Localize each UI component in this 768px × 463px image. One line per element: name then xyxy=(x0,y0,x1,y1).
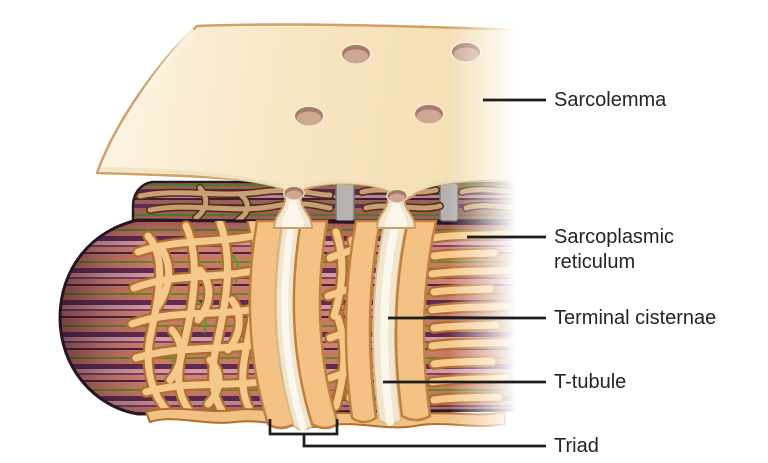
label-triad: Triad xyxy=(554,435,599,457)
leader-lines xyxy=(268,98,546,448)
sarcolemma-pore xyxy=(293,105,325,127)
triads xyxy=(248,217,438,432)
label-t-tubule: T-tubule xyxy=(554,371,627,393)
terminal-cisterna xyxy=(292,219,340,430)
label-sarcolemma: Sarcolemma xyxy=(554,89,667,111)
leader-triad xyxy=(302,434,546,448)
sarcolemma-pore xyxy=(340,43,372,65)
sarcolemma-edge-pore xyxy=(386,189,408,203)
label-sarcoplasmic-reticulum: Sarcoplasmic reticulum xyxy=(554,226,675,273)
fade-overlay xyxy=(448,0,518,463)
sarcolemma-pore xyxy=(413,103,445,125)
sarcolemma-edge-pore xyxy=(283,186,305,200)
terminal-cisterna xyxy=(344,219,382,424)
terminal-cisterna xyxy=(394,219,438,422)
label-terminal-cisternae: Terminal cisternae xyxy=(554,307,717,329)
fade-overlay xyxy=(516,0,768,463)
t-tubule-shaft-gray xyxy=(335,182,355,222)
